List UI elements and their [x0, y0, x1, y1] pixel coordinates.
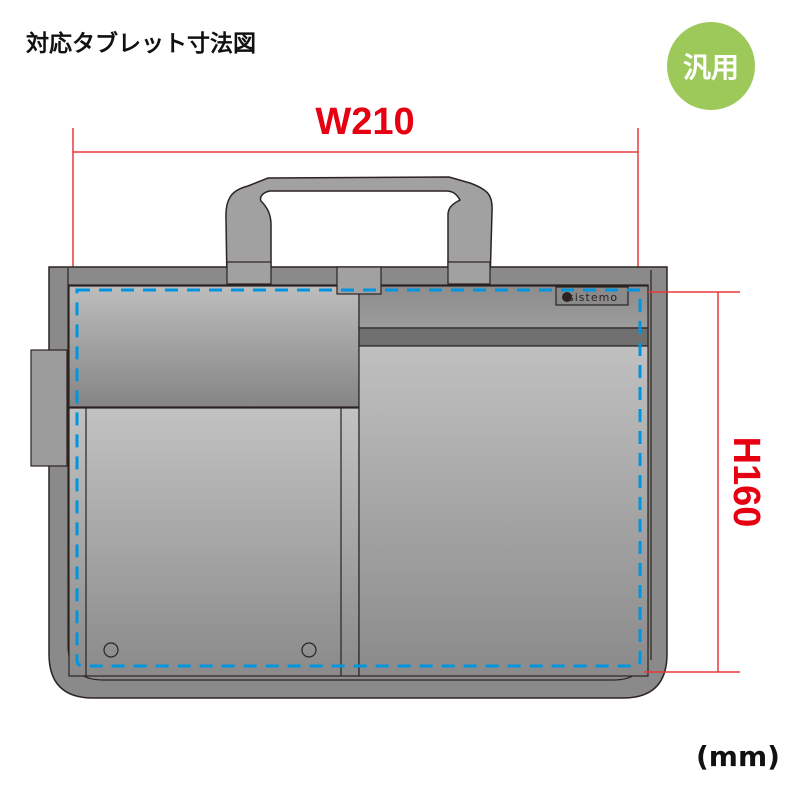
right-large-pocket: [358, 345, 649, 677]
height-label: H160: [725, 436, 767, 528]
rivet-left: [103, 642, 119, 658]
badge-label: 汎用: [682, 51, 739, 84]
handle-foot-left: [226, 261, 272, 285]
sistemo-s-logo-icon: [562, 292, 572, 302]
left-upper-pocket: [68, 285, 360, 408]
page-title: 対応タブレット寸法図: [26, 31, 256, 57]
tablet-outline: [75, 288, 642, 668]
side-pocket-flap: [30, 349, 68, 467]
left-lower-pocket: [68, 407, 360, 677]
brand-text: sistemo: [568, 291, 618, 304]
width-dimension: [72, 128, 639, 287]
height-dimension: [644, 291, 740, 673]
width-label: W210: [315, 101, 415, 143]
unit-label: (mm): [696, 740, 780, 773]
handle-foot-right: [447, 261, 491, 285]
right-zipper-band: [358, 327, 649, 347]
generic-badge: 汎用: [667, 22, 755, 110]
rivet-right: [301, 642, 317, 658]
